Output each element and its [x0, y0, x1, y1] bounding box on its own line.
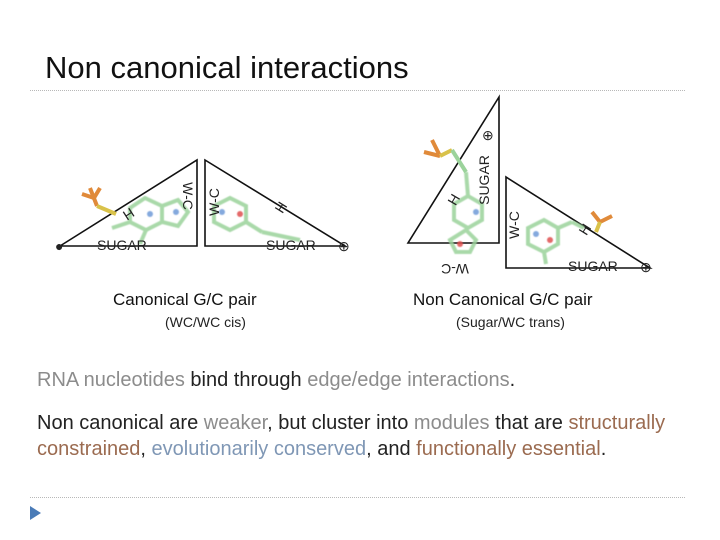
- right-phosphate-2: [590, 210, 613, 233]
- base-pair-diagram: W-C H W-C H SUGAR SUGAR ● ⊕ H: [55, 94, 653, 277]
- top-divider: [30, 90, 685, 91]
- term-edge-interactions: edge/edge interactions: [307, 369, 510, 391]
- slide-title: Non canonical interactions: [45, 50, 409, 85]
- term-structurally-constrained: structurally constrained: [37, 412, 666, 460]
- text-segment: , but cluster into: [267, 412, 414, 434]
- right-caption: Non Canonical G/C pair: [413, 290, 593, 309]
- right-nucleotide-2: [505, 175, 653, 269]
- right-sugar-label-right: SUGAR: [568, 258, 618, 274]
- left-caption: Canonical G/C pair: [113, 290, 257, 309]
- term-functionally-essential: functionally essential: [416, 438, 601, 460]
- right-phosphate-1: [423, 139, 468, 174]
- left-subcaption: (WC/WC cis): [165, 314, 246, 330]
- trans-marker-icon: ⊕: [338, 238, 350, 254]
- right-subcaption: (Sugar/WC trans): [456, 314, 565, 330]
- left-sugar-label-2: SUGAR: [266, 237, 316, 253]
- left-partner-molecule: [212, 195, 301, 242]
- term-modules: modules: [413, 412, 490, 434]
- text-segment: bind through: [184, 369, 308, 391]
- right-wc-label-flipped: W-C: [441, 261, 469, 277]
- body-paragraph-2: Non canonical are weaker, but cluster in…: [37, 410, 677, 462]
- trans-marker-top-icon: ⊕: [482, 127, 494, 143]
- right-bottom-molecule: [526, 217, 585, 265]
- left-base-molecule: [111, 195, 191, 245]
- text-segment: that are: [489, 412, 569, 434]
- text-segment: ,: [140, 438, 152, 460]
- term-rna-nucleotides: RNA nucleotides: [37, 369, 185, 391]
- left-nucleotide-1: [57, 158, 198, 247]
- left-wc-label-1: W-C: [180, 182, 196, 210]
- right-wc-label-right: W-C: [506, 211, 522, 239]
- right-top-molecule: [447, 171, 484, 254]
- trans-marker-right-icon: ⊕: [640, 259, 652, 275]
- cis-marker-icon: ●: [55, 238, 63, 254]
- left-sugar-label-1: SUGAR: [97, 237, 147, 253]
- left-phosphate-1: [81, 186, 117, 216]
- triangle-bullet-icon: [30, 506, 41, 520]
- term-evolutionarily-conserved: evolutionarily conserved: [151, 438, 367, 460]
- text-segment: , and: [366, 438, 417, 460]
- left-wc-label-2: W-C: [206, 188, 222, 216]
- text-segment: .: [509, 369, 516, 391]
- body-paragraph-1: RNA nucleotides bind through edge/edge i…: [37, 367, 677, 393]
- right-sugar-label-top: SUGAR: [476, 155, 492, 205]
- text-segment: .: [600, 438, 607, 460]
- text-segment: Non canonical are: [37, 412, 204, 434]
- term-weaker: weaker: [203, 412, 268, 434]
- bottom-divider: [30, 497, 685, 498]
